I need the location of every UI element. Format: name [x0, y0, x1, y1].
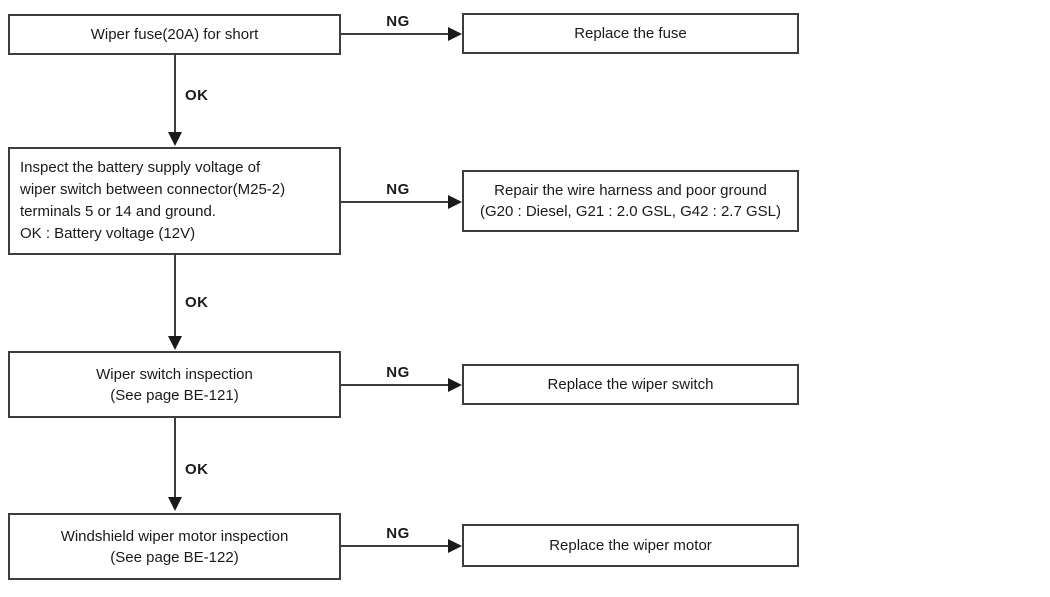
ng-label-2: NG: [386, 181, 410, 198]
step-text-line: (See page BE-122): [110, 548, 239, 566]
ng-connector-line-3: [341, 384, 449, 386]
step-text-line: wiper switch between connector(M25-2): [20, 181, 286, 198]
step-text-line: (See page BE-121): [110, 386, 239, 404]
step-box-wiper-motor-inspection: Windshield wiper motor inspection (See p…: [8, 513, 341, 580]
action-box-replace-wiper-switch: Replace the wiper switch: [462, 364, 799, 405]
step-box-wiper-fuse: Wiper fuse(20A) for short: [8, 14, 341, 55]
arrowhead-down-icon: [168, 497, 182, 511]
step-text-line: Windshield wiper motor inspection: [60, 527, 289, 545]
action-text: Replace the fuse: [574, 25, 687, 42]
arrowhead-right-icon: [448, 378, 462, 392]
ok-connector-line-3: [174, 418, 176, 498]
arrowhead-right-icon: [448, 195, 462, 209]
ok-label-1: OK: [185, 87, 209, 104]
action-box-repair-harness: Repair the wire harness and poor ground …: [462, 170, 799, 232]
step-box-battery-voltage: Inspect the battery supply voltage of wi…: [8, 147, 341, 255]
ng-connector-line-4: [341, 545, 449, 547]
action-box-replace-fuse: Replace the fuse: [462, 13, 799, 54]
ng-connector-line-1: [341, 33, 449, 35]
action-box-replace-wiper-motor: Replace the wiper motor: [462, 524, 799, 567]
ok-connector-line-2: [174, 255, 176, 336]
action-text-line: Repair the wire harness and poor ground: [494, 182, 767, 199]
action-text: Replace the wiper motor: [549, 537, 712, 554]
ng-label-3: NG: [386, 364, 410, 381]
ng-label-1: NG: [386, 13, 410, 30]
action-text: Replace the wiper switch: [547, 376, 714, 393]
step-box-wiper-switch-inspection: Wiper switch inspection (See page BE-121…: [8, 351, 341, 418]
arrowhead-down-icon: [168, 132, 182, 146]
ok-label-2: OK: [185, 294, 209, 311]
ok-label-3: OK: [185, 461, 209, 478]
ng-connector-line-2: [341, 201, 449, 203]
arrowhead-right-icon: [448, 539, 462, 553]
step-text-line: Wiper switch inspection: [96, 365, 253, 383]
arrowhead-down-icon: [168, 336, 182, 350]
ok-connector-line-1: [174, 55, 176, 133]
step-text-line: terminals 5 or 14 and ground.: [20, 203, 216, 220]
action-text-line: (G20 : Diesel, G21 : 2.0 GSL, G42 : 2.7 …: [480, 203, 781, 220]
ng-label-4: NG: [386, 525, 410, 542]
step-text-line: Inspect the battery supply voltage of: [20, 159, 261, 176]
step-text: Wiper fuse(20A) for short: [90, 26, 259, 43]
step-text-line: OK : Battery voltage (12V): [20, 225, 196, 242]
arrowhead-right-icon: [448, 27, 462, 41]
